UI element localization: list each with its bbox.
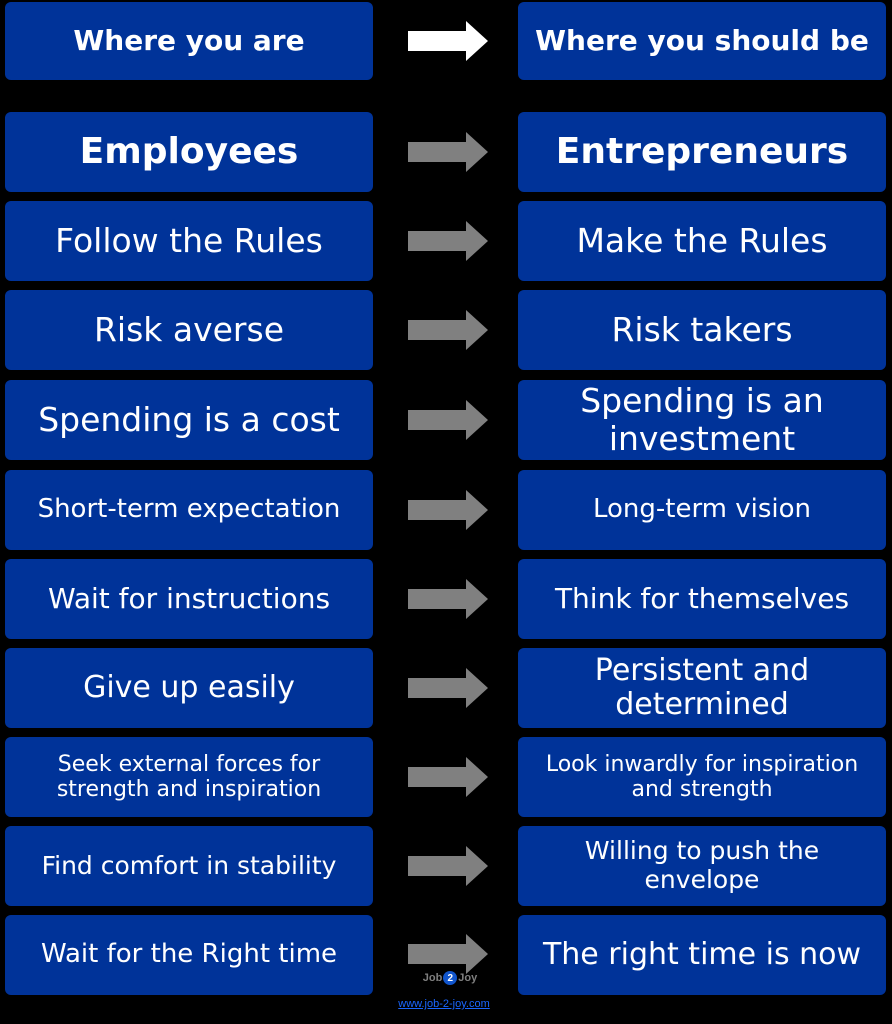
row-right-label: The right time is now	[542, 936, 862, 972]
row-left-box: Risk averse	[5, 290, 373, 370]
header-right-box: Where you should be	[518, 2, 886, 80]
row-right-box: Look inwardly for inspiration and streng…	[518, 737, 886, 817]
row-right-label: Willing to push the envelope	[584, 836, 820, 894]
logo-number-badge: 2	[443, 971, 458, 985]
row-right-label: Entrepreneurs	[555, 131, 849, 173]
row-right-box: Persistent and determined	[518, 648, 886, 728]
row-left-box: Wait for the Right time	[5, 915, 373, 995]
row-left-label: Give up easily	[83, 669, 295, 705]
row-left-label: Wait for instructions	[47, 581, 331, 615]
row-right-box: Risk takers	[518, 290, 886, 370]
website-link[interactable]: www.job-2-joy.com	[398, 998, 490, 1010]
row-left-label: Spending is a cost	[38, 400, 340, 440]
row-right-box: The right time is now	[518, 915, 886, 995]
arrow-right-icon	[408, 490, 488, 530]
arrow-right-icon	[408, 934, 488, 974]
row-left-label: Risk averse	[93, 310, 284, 350]
row-left-box: Short-term expectation	[5, 470, 373, 550]
header-left-box: Where you are	[5, 2, 373, 80]
row-left-label: Follow the Rules	[55, 221, 323, 261]
arrow-right-icon	[408, 221, 488, 261]
arrow-right-icon	[408, 400, 488, 440]
row-right-label: Think for themselves	[554, 581, 850, 615]
row-left-label: Find comfort in stability	[41, 850, 337, 880]
row-right-label: Persistent and determined	[594, 652, 810, 722]
row-left-box: Find comfort in stability	[5, 826, 373, 906]
arrow-right-icon	[408, 310, 488, 350]
row-right-box: Long-term vision	[518, 470, 886, 550]
row-right-box: Spending is an investment	[518, 380, 886, 460]
row-right-label: Make the Rules	[576, 221, 828, 261]
row-right-box: Willing to push the envelope	[518, 826, 886, 906]
row-left-label: Short-term expectation	[37, 494, 341, 525]
row-right-box: Think for themselves	[518, 559, 886, 639]
entrepreneurs-box: Entrepreneurs	[518, 112, 886, 192]
row-left-box: Wait for instructions	[5, 559, 373, 639]
row-left-label: Employees	[79, 131, 299, 173]
arrow-right-icon	[408, 668, 488, 708]
row-left-label: Seek external forces for strength and in…	[56, 751, 322, 802]
row-right-label: Long-term vision	[592, 494, 812, 525]
row-left-box: Spending is a cost	[5, 380, 373, 460]
row-left-box: Follow the Rules	[5, 201, 373, 281]
row-left-label: Wait for the Right time	[40, 939, 338, 970]
row-right-label: Spending is an investment	[580, 381, 824, 458]
header-right-label: Where you should be	[535, 23, 869, 57]
arrow-right-icon	[408, 757, 488, 797]
header-left-label: Where you are	[73, 23, 305, 57]
arrow-right-icon	[408, 132, 488, 172]
employees-box: Employees	[5, 112, 373, 192]
arrow-right-icon	[408, 579, 488, 619]
logo-left-text: Job	[422, 972, 443, 984]
row-left-box: Give up easily	[5, 648, 373, 728]
row-right-label: Look inwardly for inspiration and streng…	[545, 751, 859, 802]
header-arrow-icon	[408, 21, 488, 61]
row-left-box: Seek external forces for strength and in…	[5, 737, 373, 817]
row-right-box: Make the Rules	[518, 201, 886, 281]
logo-right-text: Joy	[458, 972, 478, 984]
job2joy-logo: Job 2 Joy	[400, 968, 500, 988]
arrow-right-icon	[408, 846, 488, 886]
row-right-label: Risk takers	[611, 310, 793, 350]
